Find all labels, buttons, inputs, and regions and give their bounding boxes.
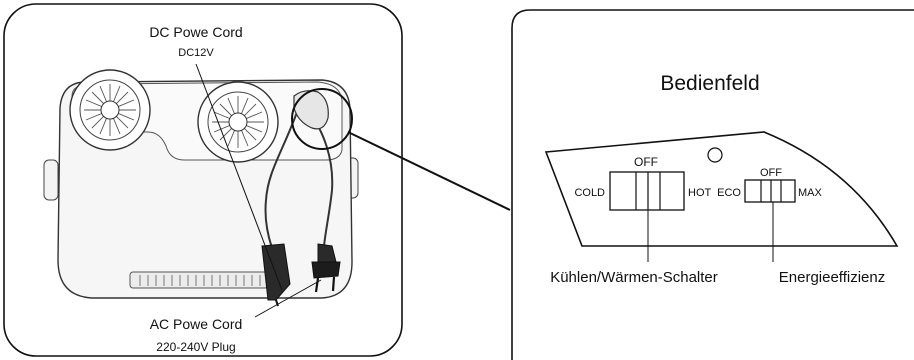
eco-switch-max-label: MAX bbox=[798, 187, 823, 199]
left-handle bbox=[43, 159, 59, 201]
fan-icon bbox=[197, 81, 279, 163]
cooler-box-illustration bbox=[43, 69, 359, 307]
eco-switch bbox=[744, 179, 796, 203]
dc-cord-title: DC Powe Cord bbox=[149, 24, 242, 40]
dc-cord-leader bbox=[195, 63, 283, 291]
eco-switch-eco-label: ECO bbox=[717, 187, 741, 199]
right-panel-frame bbox=[511, 9, 914, 360]
dc-cord-spec: DC12V bbox=[178, 47, 214, 59]
control-panel-title: Bedienfeld bbox=[660, 72, 759, 95]
zoom-line bbox=[347, 131, 511, 211]
dc-cord bbox=[264, 103, 301, 249]
indicator-led-icon bbox=[707, 147, 723, 163]
mode-switch-off-label: OFF bbox=[634, 155, 658, 169]
mode-switch-cold-label: COLD bbox=[574, 187, 605, 199]
vent-slats bbox=[139, 275, 261, 286]
dc-plug-icon bbox=[261, 243, 291, 307]
mode-switch-hot-label: HOT bbox=[688, 187, 712, 199]
control-panel-outline bbox=[544, 131, 899, 247]
left-panel-frame bbox=[3, 3, 403, 357]
fan-icon bbox=[69, 69, 151, 151]
mode-switch bbox=[609, 171, 685, 211]
power-plug-icon bbox=[311, 243, 341, 293]
mode-switch-caption: Kühlen/Wärmen-Schalter bbox=[550, 269, 718, 286]
eco-switch-caption: Energieeffizienz bbox=[779, 269, 885, 286]
ac-cord-spec: 220-240V Plug bbox=[156, 340, 235, 354]
ac-cord-title: AC Powe Cord bbox=[150, 316, 243, 332]
ac-cord-leader bbox=[254, 279, 322, 318]
zoom-circle bbox=[291, 88, 353, 150]
vent-grille bbox=[129, 271, 269, 289]
eco-switch-off-label: OFF bbox=[760, 167, 782, 179]
